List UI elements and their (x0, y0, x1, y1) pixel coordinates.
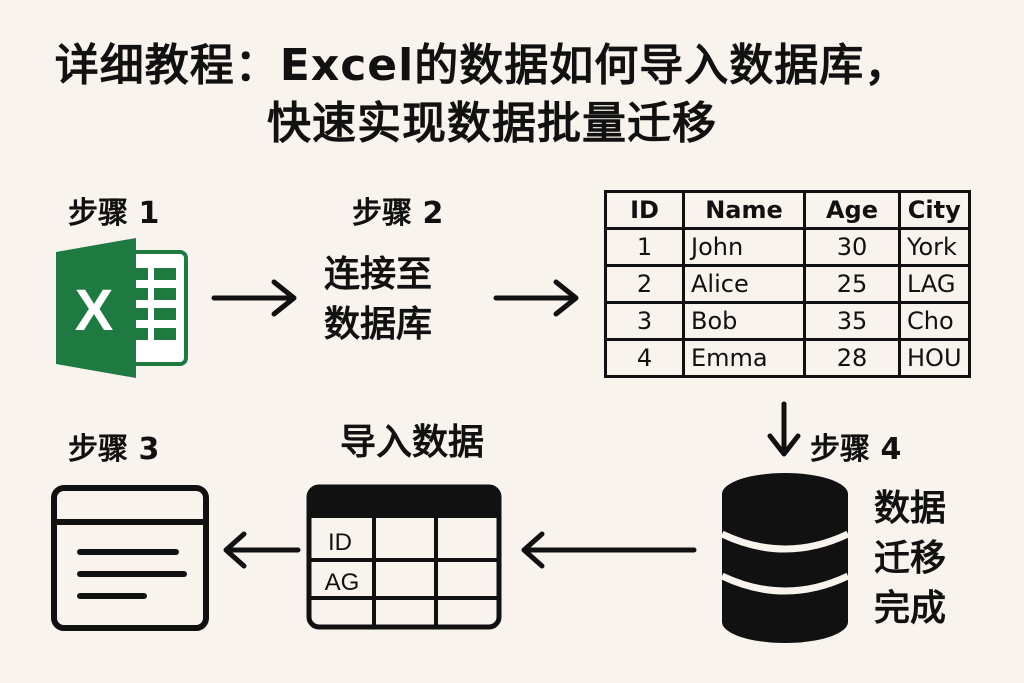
document-list-icon (51, 485, 209, 631)
table-row: 1 John 30 York (604, 227, 971, 267)
table-cell: Bob (682, 301, 806, 341)
data-table: ID Name Age City 1 John 30 York 2 Alice … (604, 190, 971, 378)
table-cell: HOU (898, 338, 971, 378)
table-cell: 1 (604, 227, 685, 267)
table-cell: 25 (803, 264, 901, 304)
arrow-right-icon (493, 279, 579, 317)
done-label-line3: 完成 (874, 588, 947, 629)
table-row: 2 Alice 25 LAG (604, 264, 971, 304)
arrow-right-icon (211, 279, 297, 317)
table-cell: 2 (604, 264, 685, 304)
database-icon (720, 473, 850, 643)
table-cell: Emma (682, 338, 806, 378)
table-header-row: ID Name Age City (604, 190, 971, 230)
step-3-label: 步骤 3 (68, 432, 160, 467)
table-cell: 4 (604, 338, 685, 378)
table-row: 3 Bob 35 Cho (604, 301, 971, 341)
table-row: 4 Emma 28 HOU (604, 338, 971, 378)
step-4-label: 步骤 4 (810, 432, 902, 467)
page-title-line2: 快速实现数据批量迁移 (267, 98, 717, 149)
excel-icon-letter: X (75, 278, 114, 343)
table-cell: 28 (803, 338, 901, 378)
table-cell: Alice (682, 264, 806, 304)
table-cell: 3 (604, 301, 685, 341)
import-data-label: 导入数据 (340, 422, 485, 463)
page-title-line1: 详细教程：Excel的数据如何导入数据库， (54, 40, 910, 91)
table-header-cell: City (898, 190, 971, 230)
arrow-down-icon (767, 401, 801, 457)
done-label-line2: 迁移 (874, 538, 947, 579)
table-cell: John (682, 227, 806, 267)
table-header-cell: ID (604, 190, 685, 230)
table-header-cell: Age (803, 190, 901, 230)
step-1-label: 步骤 1 (68, 196, 160, 231)
table-cell: Cho (898, 301, 971, 341)
excel-icon: X (56, 238, 188, 378)
table-cell: York (898, 227, 971, 267)
import-grid-cell-id: ID (328, 529, 352, 556)
import-grid-cell-ag: AG (325, 569, 360, 596)
done-label-line1: 数据 (874, 488, 947, 529)
table-cell: LAG (898, 264, 971, 304)
arrow-left-icon (223, 531, 301, 569)
step-2-label: 步骤 2 (352, 196, 444, 231)
table-cell: 35 (803, 301, 901, 341)
arrow-left-icon (521, 531, 697, 569)
import-grid-icon: ID AG (306, 484, 502, 630)
connect-db-label-line2: 数据库 (324, 304, 433, 345)
connect-db-label-line1: 连接至 (324, 254, 433, 295)
table-cell: 30 (803, 227, 901, 267)
table-header-cell: Name (682, 190, 806, 230)
